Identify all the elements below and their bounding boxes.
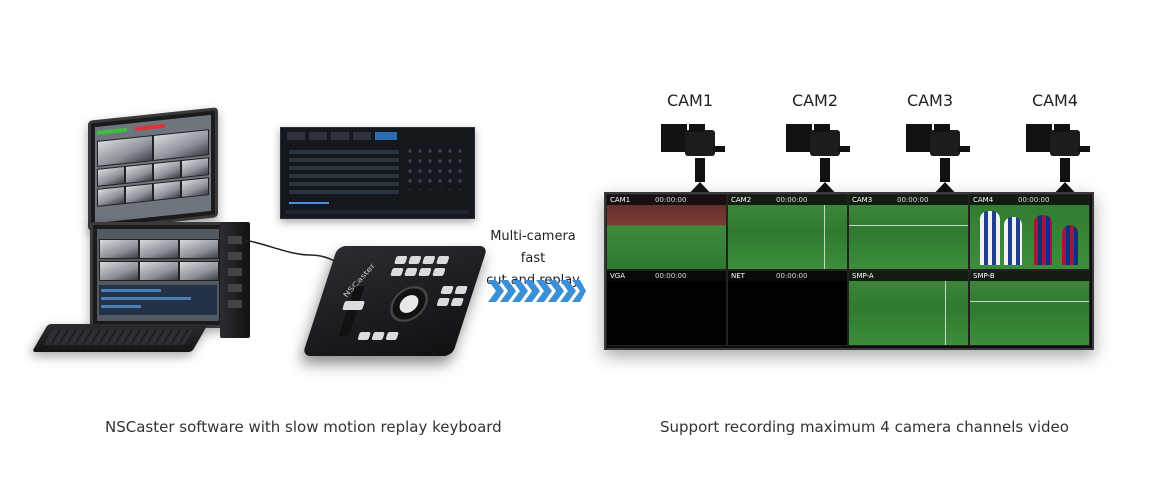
- tbar-handle: [342, 301, 365, 310]
- slow-motion-replay-keyboard: NSCaster: [300, 246, 488, 364]
- replay-software-window: [280, 127, 475, 219]
- multiview-cell-smp-b: SMP-B: [969, 270, 1090, 346]
- cell-timecode: 00:00:00: [776, 272, 808, 280]
- cell-timecode: 00:00:00: [776, 196, 808, 204]
- right-caption: Support recording maximum 4 camera chann…: [660, 418, 1069, 436]
- cam4-label: CAM4: [1031, 91, 1079, 110]
- multiview-cell-cam2: CAM2 00:00:00: [727, 194, 848, 270]
- camera-icon: [1026, 124, 1090, 198]
- camera-icon: [906, 124, 970, 198]
- cell-label: CAM2: [731, 196, 752, 204]
- multiview-cell-cam1: CAM1 00:00:00: [606, 194, 727, 270]
- cell-timecode: 00:00:00: [655, 272, 687, 280]
- cell-timecode: 00:00:00: [1018, 196, 1050, 204]
- cell-label: CAM4: [973, 196, 994, 204]
- multiview-cell-smp-a: SMP-A: [848, 270, 969, 346]
- camera-icon: [661, 124, 725, 198]
- multiview-cell-cam4: CAM4 00:00:00: [969, 194, 1090, 270]
- cell-timecode: 00:00:00: [897, 196, 929, 204]
- workstation-keyboard: [31, 324, 209, 352]
- cam1-label: CAM1: [666, 91, 714, 110]
- cam3-label: CAM3: [906, 91, 954, 110]
- jog-wheel: [385, 286, 433, 322]
- multiview-cell-vga: VGA 00:00:00: [606, 270, 727, 346]
- cell-label: SMP-A: [852, 272, 874, 280]
- workstation-side-panel: [220, 222, 250, 338]
- workstation-bottom-monitor: [90, 222, 226, 328]
- cell-label: CAM1: [610, 196, 631, 204]
- multiview-monitor: CAM1 00:00:00 CAM2 00:00:00 CAM3 00:00:0…: [604, 192, 1094, 350]
- cell-label: NET: [731, 272, 745, 280]
- cell-timecode: 00:00:00: [655, 196, 687, 204]
- camera-icon: [786, 124, 850, 198]
- cell-label: SMP-B: [973, 272, 995, 280]
- cell-label: CAM3: [852, 196, 873, 204]
- workstation-top-monitor: [88, 107, 218, 231]
- left-caption: NSCaster software with slow motion repla…: [105, 418, 502, 436]
- cam2-label: CAM2: [791, 91, 839, 110]
- cell-label: VGA: [610, 272, 626, 280]
- multiview-cell-cam3: CAM3 00:00:00: [848, 194, 969, 270]
- workstation: [31, 107, 260, 370]
- chevron-arrow-icon: [488, 280, 586, 302]
- arrow-caption-line-1: Multi-camera fast: [490, 229, 576, 266]
- multiview-cell-net: NET 00:00:00: [727, 270, 848, 346]
